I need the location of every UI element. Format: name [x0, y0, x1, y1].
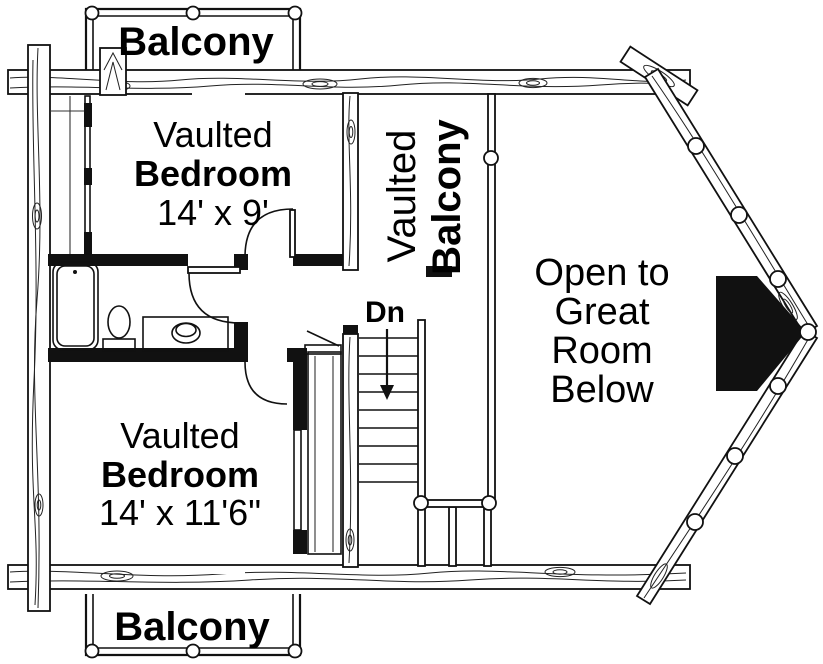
balcony-top-label: Balcony — [118, 20, 274, 64]
vanity — [142, 316, 229, 352]
bottom-log-wall — [7, 564, 691, 590]
railing-post — [287, 5, 303, 21]
wood-knot — [650, 563, 668, 589]
bathroom — [52, 261, 241, 352]
balcony-bottom-label: Balcony — [114, 605, 270, 649]
outer-walls — [7, 44, 699, 612]
bedroom-upper-label-vaulted: Vaulted — [153, 114, 272, 155]
prow-window-walls — [635, 67, 819, 606]
railing-post — [287, 643, 303, 659]
doors — [244, 208, 296, 405]
open-area-label-line1: Open to — [534, 252, 669, 294]
prow-log-posts — [686, 137, 817, 531]
open-area-label-line3: Room — [551, 330, 652, 372]
stair-head-wall — [426, 266, 452, 277]
staircase — [359, 319, 492, 567]
labels: Balcony Vaulted Bedroom 14' x 9' Vaulted… — [99, 20, 670, 649]
balcony-top-railing — [84, 5, 303, 70]
wood-knot — [34, 493, 44, 517]
wood-knot — [32, 202, 42, 230]
bedroom-lower-dimensions: 14' x 11'6" — [99, 492, 261, 533]
stair-treads — [359, 337, 418, 483]
railing-post — [84, 5, 100, 21]
wood-knot — [345, 528, 355, 552]
left-closet — [50, 95, 91, 255]
open-area-label-line2: Great — [554, 291, 649, 333]
bathtub — [52, 261, 99, 351]
wood-knot — [518, 77, 548, 89]
vaulted-balcony-label-vaulted: Vaulted — [380, 130, 424, 263]
railing-post — [84, 643, 100, 659]
balcony-door-opening-top — [192, 89, 245, 96]
vaulted-balcony-label-balcony: Balcony — [425, 118, 469, 274]
bedroom-upper-door-leaf — [289, 209, 296, 258]
fireplace — [716, 276, 806, 391]
railing-post — [185, 643, 201, 659]
toilet-bowl — [107, 305, 131, 339]
bedroom-upper-dimensions: 14' x 9' — [157, 192, 269, 233]
railing-post — [413, 495, 429, 511]
bedroom-lower-label-vaulted: Vaulted — [120, 415, 239, 456]
tub-faucet — [73, 270, 77, 274]
open-area-label-line4: Below — [550, 369, 654, 411]
top-left-log-stub — [99, 47, 127, 96]
stairs-down-label: Dn — [365, 296, 405, 329]
center-closet — [293, 330, 342, 555]
bedroom-lower-door-swing — [244, 361, 288, 405]
down-arrow-head — [380, 385, 394, 400]
interior-log-posts — [342, 92, 359, 568]
bathroom-door-leaf — [187, 266, 241, 274]
toilet-tank — [102, 338, 136, 352]
balcony-door-opening-bottom — [189, 567, 245, 574]
bedroom-upper-label-bedroom: Bedroom — [134, 153, 292, 194]
railing-post — [483, 150, 499, 166]
railing-post — [185, 5, 201, 21]
left-log-wall — [27, 44, 51, 612]
bedroom-upper-door-swing — [244, 208, 294, 258]
railings — [84, 5, 499, 659]
wood-knot — [100, 570, 134, 582]
stair-rail-right — [417, 319, 426, 507]
bedroom-lower-label-bedroom: Bedroom — [101, 454, 259, 495]
wood-knot — [302, 78, 338, 90]
bathroom-door-swing — [188, 272, 241, 324]
balcony-bottom-railing — [84, 594, 303, 659]
wood-knot — [346, 119, 356, 145]
railing-post — [481, 495, 497, 511]
stairwell-railing — [420, 499, 492, 508]
wood-knot — [544, 566, 576, 578]
